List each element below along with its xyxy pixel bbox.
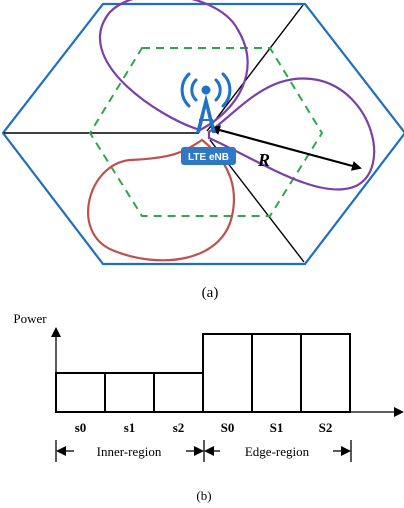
y-axis-label: Power	[13, 311, 47, 326]
subband-label-S2: S2	[319, 420, 333, 435]
subband-bar-s2	[153, 372, 204, 413]
caption-b: (b)	[196, 488, 211, 503]
enb-label: LTE eNB	[188, 152, 229, 163]
subband-bars	[55, 333, 351, 413]
beam-pattern-bottom-left	[87, 138, 235, 262]
caption-a: (a)	[202, 285, 219, 301]
subband-bar-S0	[202, 333, 253, 413]
inner-region-hexagon	[88, 47, 324, 217]
power-diagram: Power s0 s1 s2 S0 S1 S2 Inner-region Edge-reg…	[13, 311, 404, 503]
edge-region-label: Edge-region	[245, 444, 310, 459]
subband-label-S1: S1	[270, 420, 284, 435]
radius-label: R	[257, 150, 270, 170]
subband-label-s0: s0	[75, 420, 87, 435]
radius-arrow	[210, 125, 362, 171]
antenna-tower-icon	[180, 72, 232, 133]
subband-bar-S1	[251, 333, 302, 413]
subband-labels: s0 s1 s2 S0 S1 S2	[75, 420, 333, 435]
cell-diagram: R LTE eNB (a)	[1, 0, 404, 301]
inner-region-label: Inner-region	[97, 444, 162, 459]
subband-label-S0: S0	[221, 420, 235, 435]
radio-waves-icon	[180, 72, 232, 108]
subband-bar-S2	[300, 333, 351, 413]
subband-label-s1: s1	[124, 420, 136, 435]
region-markers	[55, 440, 352, 462]
beam-pattern-top	[99, 0, 249, 132]
subband-label-s2: s2	[173, 420, 185, 435]
subband-bar-s0	[55, 372, 106, 413]
sector-line-top-right	[206, 4, 304, 132]
beam-pattern-right	[207, 77, 376, 191]
enb-box	[181, 147, 236, 165]
cell-hexagon	[1, 2, 404, 266]
subband-bar-s1	[104, 372, 155, 413]
